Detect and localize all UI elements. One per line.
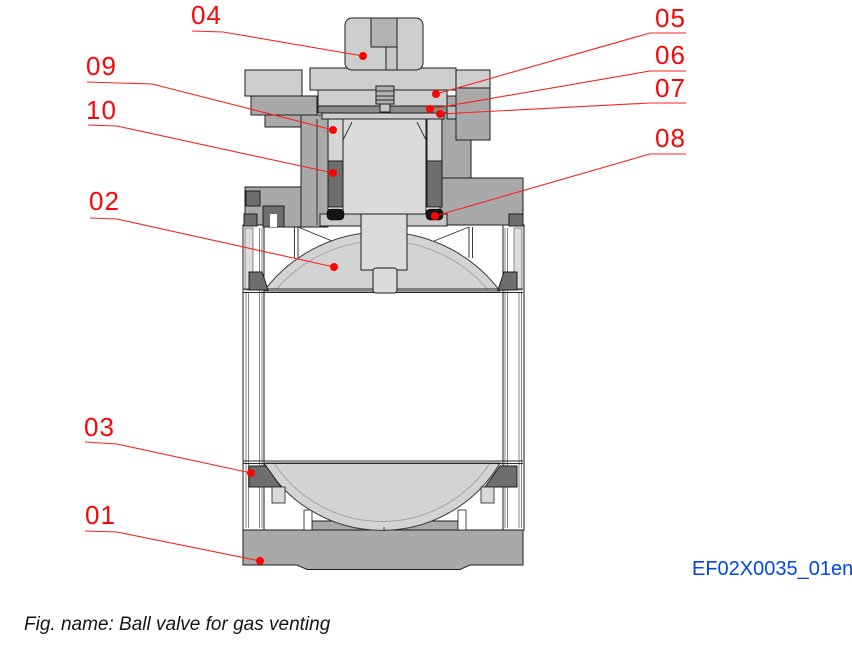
- gland-ring: [321, 112, 445, 120]
- body-bottom: [242, 529, 524, 570]
- junction-seal-left-a: [245, 190, 261, 207]
- part-label-07: 07: [655, 73, 686, 103]
- stem-tang-wide: [360, 213, 408, 271]
- leader-line-10: [87, 124, 334, 174]
- seat-holder-left: [271, 486, 286, 504]
- leader-dot-04: [359, 52, 367, 60]
- leader-line-05: [435, 32, 686, 95]
- part-label-08: 08: [655, 123, 686, 153]
- leader-line-01: [84, 530, 261, 562]
- leader-dot-10: [329, 169, 337, 177]
- body-bottom-slot-left: [303, 509, 313, 531]
- ball-bowl-inner-contour: [273, 462, 491, 522]
- gland-adjuster-screw: [375, 85, 395, 105]
- gland-step-block: [446, 105, 457, 120]
- leader-line-09: [86, 81, 334, 131]
- cavity-funnel-lines: [294, 226, 473, 258]
- junction-seal-notch: [270, 214, 277, 227]
- leader-dot-07: [436, 110, 444, 118]
- junction-seal-right: [508, 213, 524, 227]
- leader-dot-02: [330, 263, 338, 271]
- adapter-outer-column-right: [455, 87, 491, 141]
- leader-dot-09: [329, 126, 337, 134]
- figure-reference-code: EF02X0035_01en: [692, 558, 852, 580]
- leader-line-07: [439, 102, 686, 115]
- part-label-09: 09: [86, 51, 117, 81]
- leader-line-08: [434, 153, 686, 217]
- wall-insert-right: [513, 227, 523, 291]
- stem-tang-narrow: [372, 267, 398, 294]
- seat-ring-lines: [243, 288, 523, 464]
- stem-oring-left: [326, 208, 345, 221]
- lower-seat-right: [484, 465, 518, 488]
- upper-seat-right: [497, 271, 518, 291]
- ball-lower-bowl: [263, 462, 501, 531]
- figure-caption: Fig. name: Ball valve for gas venting: [24, 614, 331, 635]
- stem-seal-left: [327, 160, 344, 208]
- stem-chamfer-left: [342, 121, 353, 141]
- part-label-01: 01: [85, 500, 116, 530]
- valve-stem: [342, 118, 427, 215]
- leader-dot-08: [431, 212, 439, 220]
- upper-seat-left: [248, 271, 269, 291]
- screw-tip: [379, 103, 391, 113]
- part-label-02: 02: [89, 186, 120, 216]
- leader-line-04: [191, 30, 364, 57]
- part-label-06: 06: [655, 40, 686, 70]
- seat-holder-right: [480, 486, 495, 504]
- stem-seal-right: [426, 160, 443, 208]
- bonnet-ear-left: [244, 69, 303, 97]
- stem-bearing-right: [426, 118, 443, 162]
- part-label-05: 05: [655, 3, 686, 33]
- leader-line-02: [89, 217, 335, 268]
- part-label-03: 03: [84, 412, 115, 442]
- leader-dot-03: [247, 469, 255, 477]
- leader-dot-05: [432, 90, 440, 98]
- stem-chamfer-right: [416, 121, 427, 141]
- part-label-04: 04: [191, 0, 222, 30]
- junction-seal-left-b: [243, 213, 258, 227]
- leader-dot-01: [256, 557, 264, 565]
- stem-bearing-left: [327, 118, 344, 162]
- leader-line-03: [84, 441, 252, 474]
- stem-head-slot: [385, 46, 398, 71]
- leader-line-06: [429, 70, 686, 110]
- body-bottom-slot-right: [457, 509, 467, 531]
- part-label-10: 10: [86, 95, 117, 125]
- stem-head-notch: [370, 17, 398, 48]
- leader-dot-06: [426, 105, 434, 113]
